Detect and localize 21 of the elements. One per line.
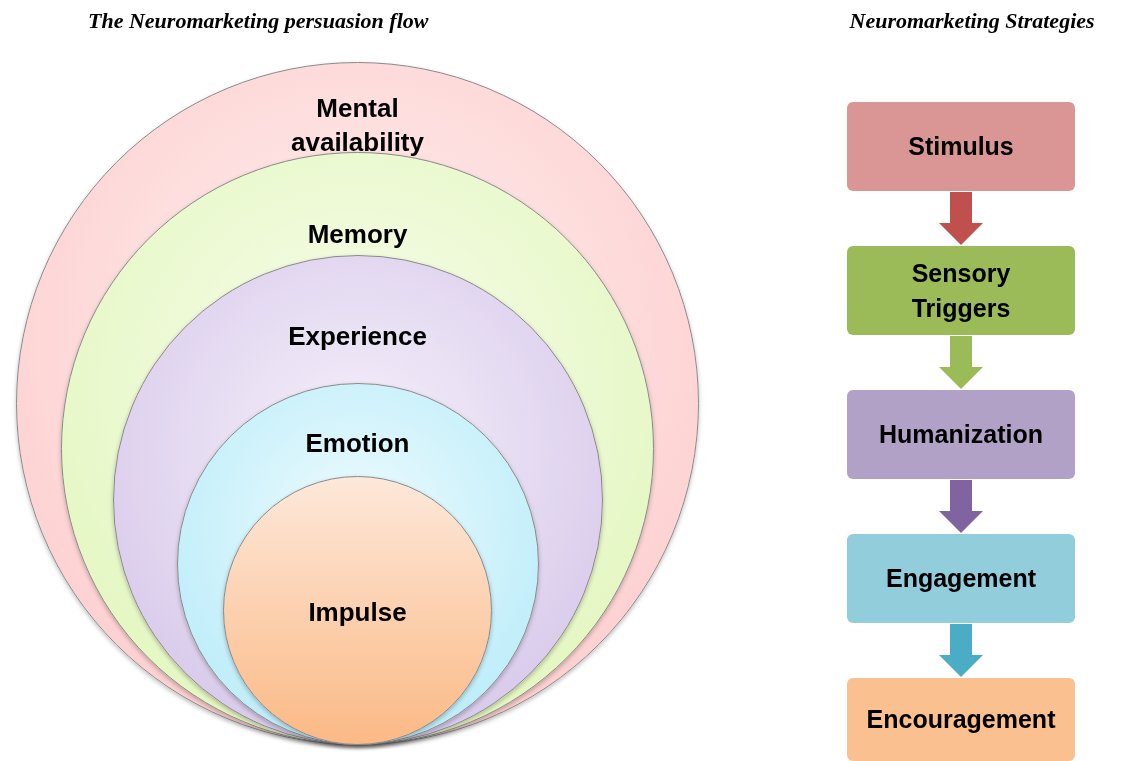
process-box <box>847 246 1075 335</box>
node-label: Humanization <box>878 419 1044 450</box>
arrow <box>939 336 983 389</box>
arrow <box>939 480 983 533</box>
arrow <box>939 192 983 245</box>
node-label: Emotion <box>304 427 411 460</box>
node-label: Experience <box>287 320 428 353</box>
heading: The Neuromarketing persuasion flow <box>88 8 429 34</box>
node-label: Encouragement <box>866 704 1056 735</box>
node-label: Engagement <box>885 563 1037 594</box>
arrow <box>939 624 983 677</box>
process-box <box>847 534 1075 623</box>
process-box <box>847 390 1075 479</box>
node-label: Impulse <box>307 596 408 629</box>
node-label: Sensory Triggers <box>910 257 1012 324</box>
node-label: Memory <box>306 218 409 251</box>
heading: Neuromarketing Strategies <box>849 8 1095 34</box>
node-label: Stimulus <box>907 131 1015 162</box>
process-box <box>847 678 1075 761</box>
node-label: Mental availability <box>290 92 425 159</box>
process-box <box>847 102 1075 191</box>
